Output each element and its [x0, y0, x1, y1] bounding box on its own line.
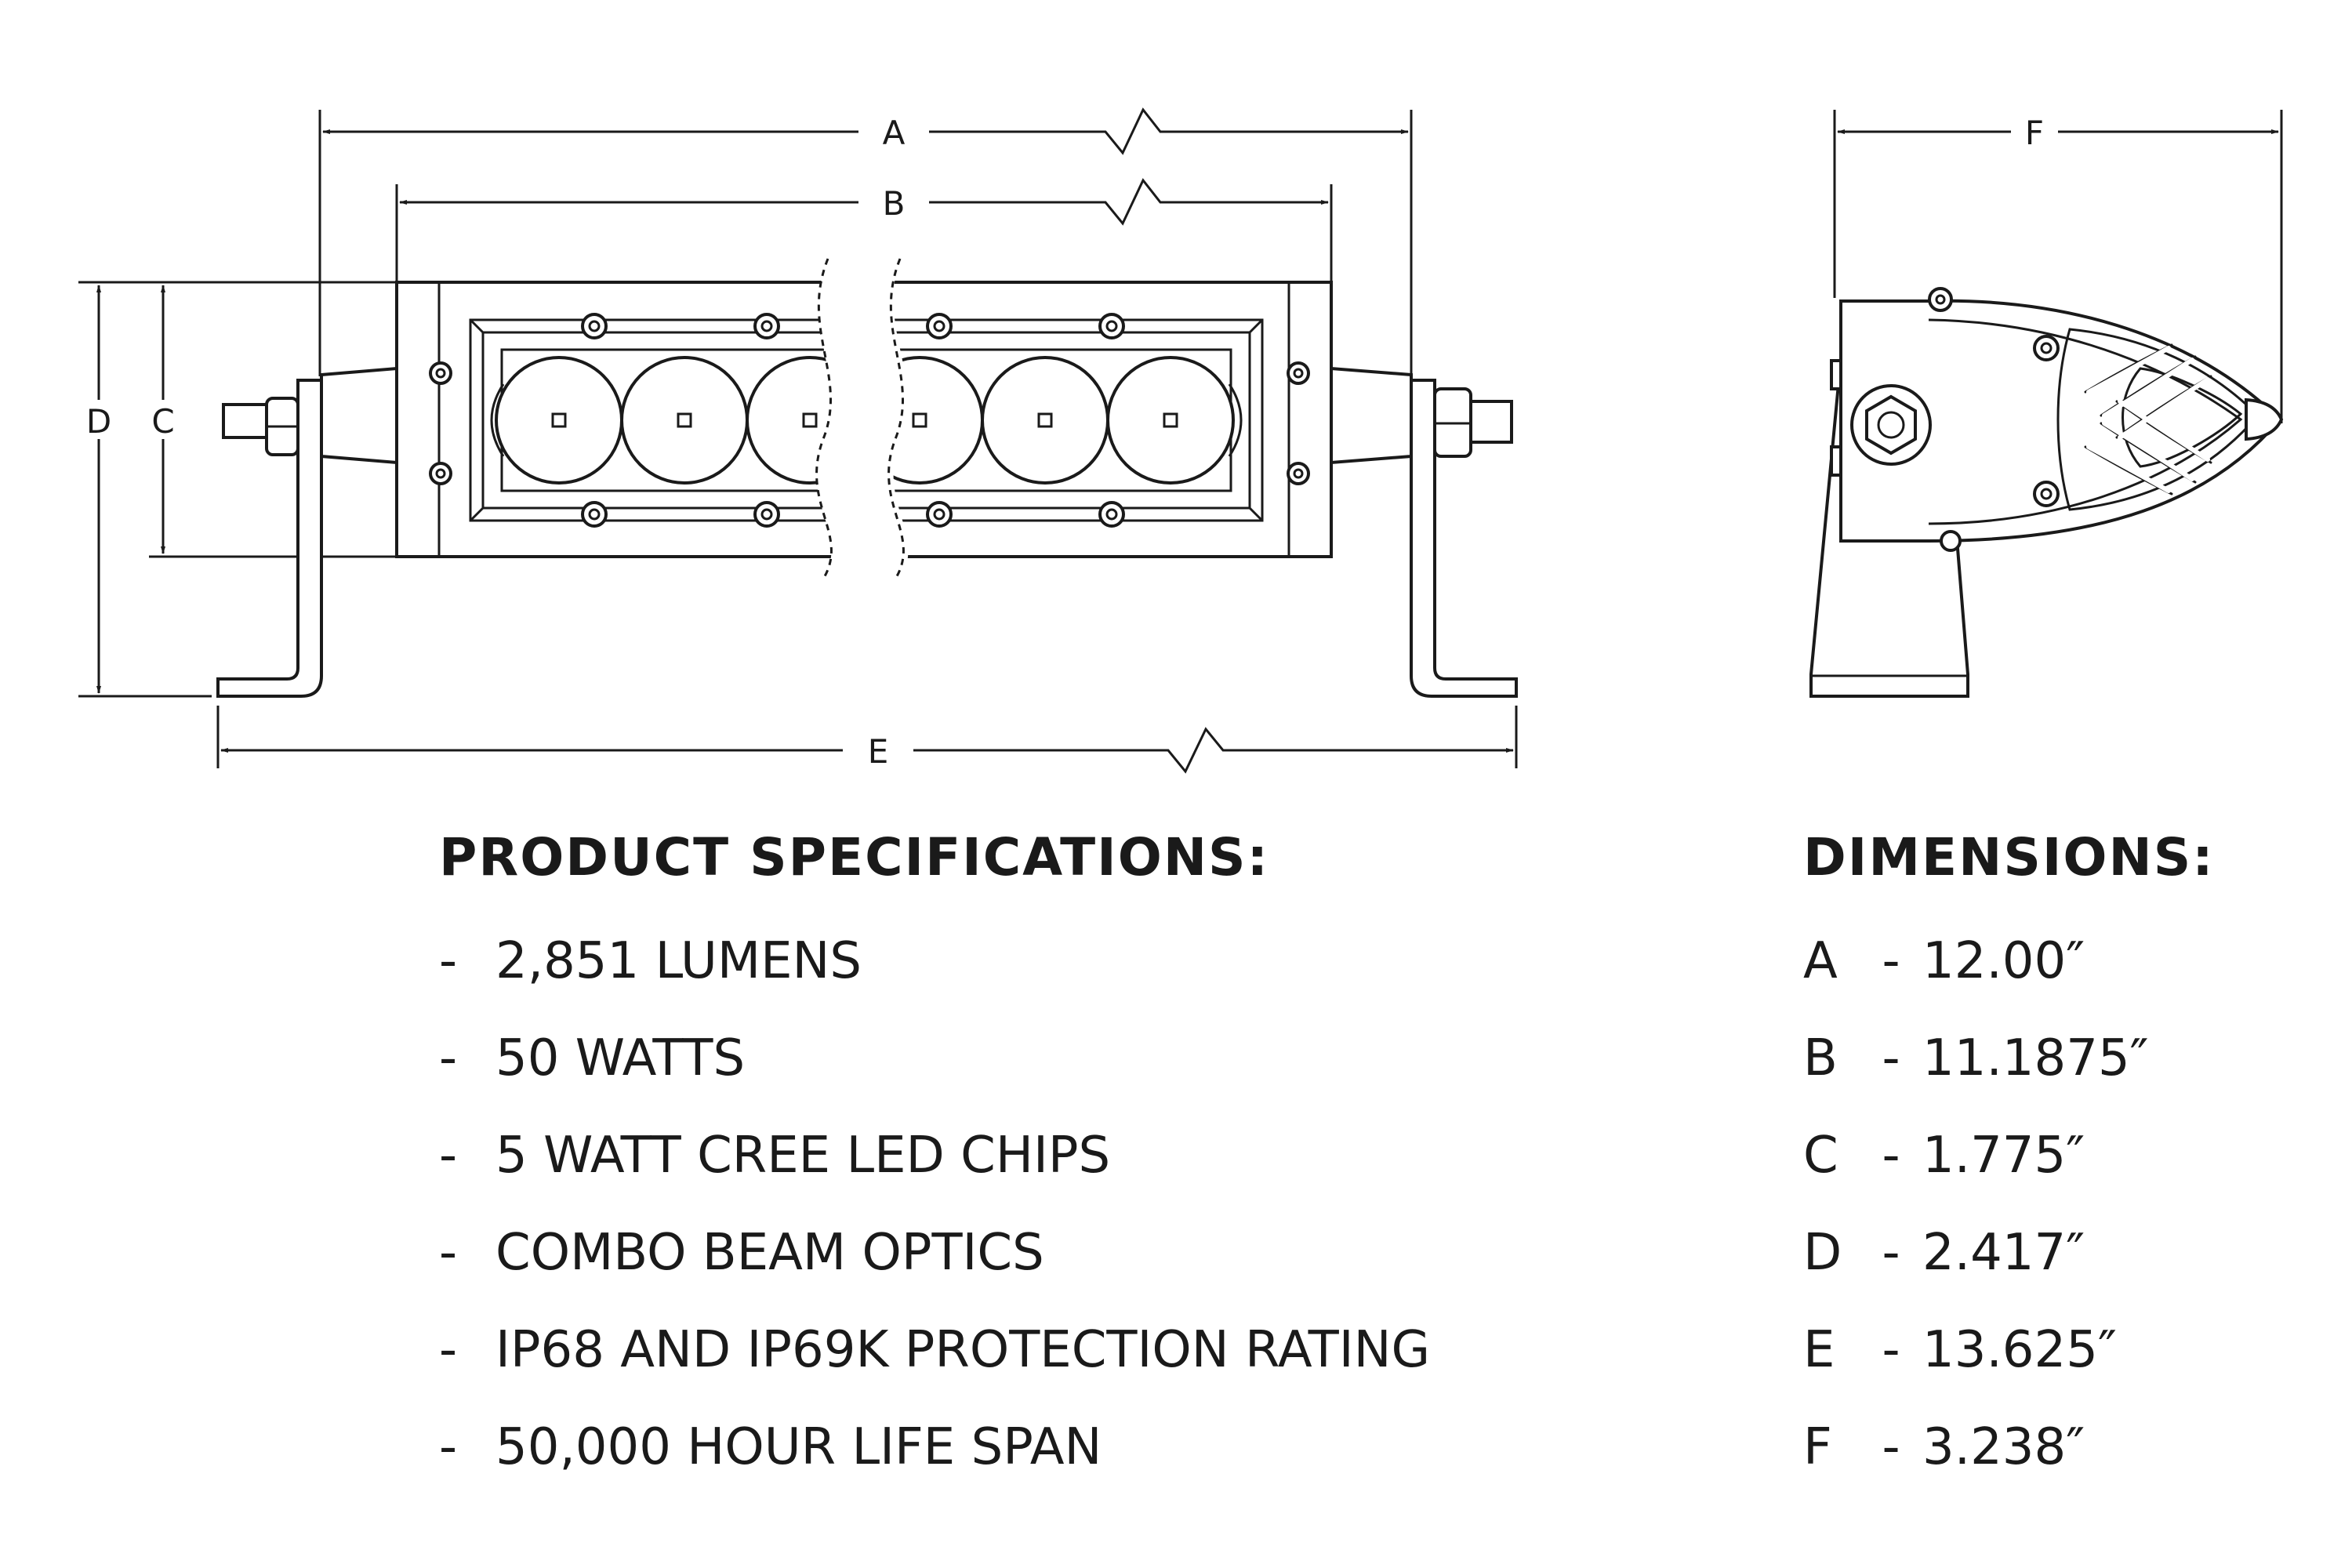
dimension-item: A-12.00″ [1803, 913, 2336, 1010]
break-lines [815, 258, 909, 577]
led-chip [551, 412, 567, 428]
spec-text: 50 WATTS [495, 1029, 746, 1087]
screw [2033, 481, 2060, 507]
front-view: A B D C [78, 107, 1518, 774]
screw [581, 501, 608, 528]
led-reflector [1106, 356, 1235, 485]
dimensions-list: DIMENSIONS: A-12.00″ B-11.1875″ C-1.775″… [1803, 822, 2336, 1496]
spec-dash: - [439, 1321, 458, 1379]
screw [1098, 313, 1125, 339]
spec-item: -IP68 AND IP69K PROTECTION RATING [439, 1301, 1725, 1399]
dimension-e: E [218, 706, 1516, 774]
led-reflector [495, 356, 623, 485]
dimension-letter: A [1803, 932, 1838, 990]
spec-text: COMBO BEAM OPTICS [495, 1224, 1044, 1282]
dimension-item: D-2.417″ [1803, 1204, 2336, 1301]
dimension-separator: - [1882, 1418, 1900, 1476]
dimension-value: 1.775″ [1922, 1127, 2085, 1185]
dimension-letter: B [1803, 1029, 1838, 1087]
spec-dash: - [439, 932, 458, 990]
spec-item: -5 WATT CREE LED CHIPS [439, 1107, 1725, 1204]
spec-dash: - [439, 1224, 458, 1282]
dimension-letter: F [1803, 1418, 1832, 1476]
dimension-d-label: D [86, 402, 111, 441]
dimension-letter: D [1803, 1224, 1842, 1282]
spec-item: -COMBO BEAM OPTICS [439, 1204, 1725, 1301]
led-chip [1163, 412, 1178, 428]
led-chip [802, 412, 818, 428]
dimension-letter: E [1803, 1321, 1835, 1379]
dimension-c: C [143, 285, 408, 558]
dimension-f-label: F [2025, 114, 2044, 152]
screw [926, 501, 953, 528]
screw [1940, 530, 1962, 552]
dimension-item: C-1.775″ [1803, 1107, 2336, 1204]
dimension-item: B-11.1875″ [1803, 1010, 2336, 1107]
screw [753, 501, 780, 528]
spec-text: 5 WATT CREE LED CHIPS [495, 1127, 1111, 1185]
side-cooling-fins [2084, 343, 2212, 495]
screw [1098, 501, 1125, 528]
dimension-b-label: B [883, 184, 906, 223]
led-chip [1037, 412, 1053, 428]
dimension-value: 12.00″ [1922, 932, 2085, 990]
led-chip [912, 412, 927, 428]
technical-drawing: A B D C [78, 107, 2284, 774]
dimensions-heading: DIMENSIONS: [1803, 827, 2215, 887]
screw [2033, 335, 2060, 361]
dimension-f: F [1833, 110, 2283, 423]
led-reflector [981, 356, 1109, 485]
screw [753, 313, 780, 339]
dimension-value: 11.1875″ [1922, 1029, 2149, 1087]
screw [926, 313, 953, 339]
spec-item: -50 WATTS [439, 1010, 1725, 1107]
spec-dash: - [439, 1127, 458, 1185]
spec-text: 50,000 HOUR LIFE SPAN [495, 1418, 1102, 1476]
dimension-e-label: E [868, 732, 889, 771]
spec-text: IP68 AND IP69K PROTECTION RATING [495, 1321, 1431, 1379]
screw [1928, 287, 1953, 312]
dimension-item: E-13.625″ [1803, 1301, 2336, 1399]
product-specifications: PRODUCT SPECIFICATIONS: -2,851 LUMENS -5… [439, 822, 1725, 1496]
dimension-separator: - [1882, 1127, 1900, 1185]
dimension-d: D [78, 281, 408, 698]
screw [429, 361, 452, 385]
dimension-letter: C [1803, 1127, 1838, 1185]
spec-item: -50,000 HOUR LIFE SPAN [439, 1399, 1725, 1496]
side-view: F [1809, 110, 2284, 698]
spec-dash: - [439, 1418, 458, 1476]
right-mounting-bracket [1330, 366, 1518, 698]
spec-item: -2,851 LUMENS [439, 913, 1725, 1010]
screw [429, 462, 452, 485]
dimension-a-label: A [883, 114, 906, 152]
dimension-separator: - [1882, 1029, 1900, 1087]
screw [1287, 361, 1310, 385]
housing-screws [429, 313, 1310, 528]
dimension-item: F-3.238″ [1803, 1399, 2336, 1496]
pivot-bolt [1830, 359, 1932, 477]
dimension-separator: - [1882, 1321, 1900, 1379]
spec-text: 2,851 LUMENS [495, 932, 862, 990]
screw [581, 313, 608, 339]
dimension-value: 13.625″ [1922, 1321, 2117, 1379]
side-screws [1928, 287, 2060, 552]
dimension-value: 3.238″ [1922, 1418, 2085, 1476]
specifications-heading: PRODUCT SPECIFICATIONS: [439, 827, 1269, 887]
dimension-separator: - [1882, 932, 1900, 990]
screw [1287, 462, 1310, 485]
led-reflector [620, 356, 749, 485]
led-chip [677, 412, 692, 428]
dimension-value: 2.417″ [1922, 1224, 2085, 1282]
dimension-b: B [397, 178, 1331, 286]
dimension-separator: - [1882, 1224, 1900, 1282]
spec-dash: - [439, 1029, 458, 1087]
left-mounting-bracket [216, 366, 398, 698]
dimension-a: A [320, 107, 1411, 376]
dimension-c-label: C [151, 402, 174, 441]
